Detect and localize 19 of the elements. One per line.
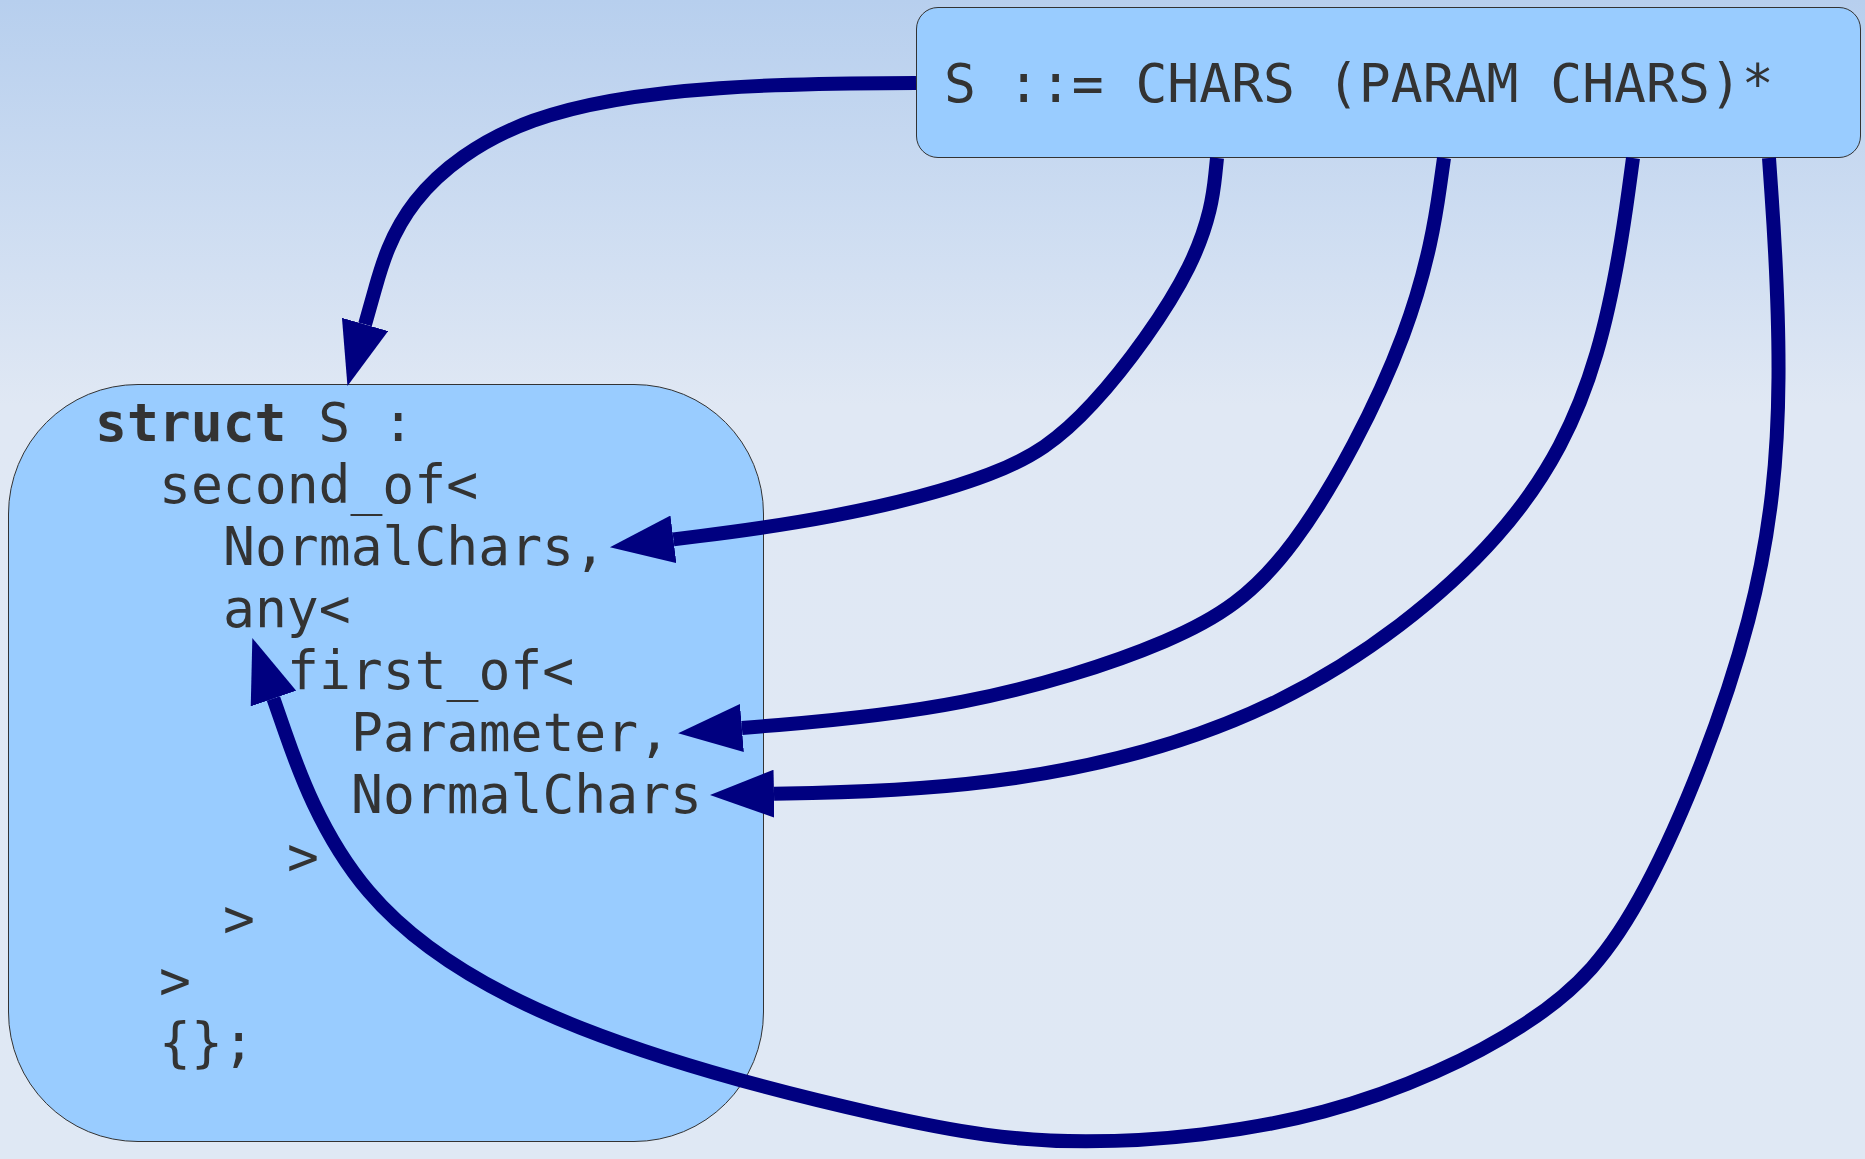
arrow — [609, 157, 1224, 564]
code-line: struct S : — [95, 392, 415, 454]
code-line: Parameter, — [351, 702, 671, 764]
code-line: first_of< — [287, 640, 575, 702]
arrow — [341, 76, 917, 386]
code-line: > — [159, 950, 191, 1012]
arrow — [250, 157, 1786, 1149]
grammar-rule: S ::= CHARS (PARAM CHARS)* — [944, 52, 1774, 115]
code-line: > — [223, 888, 255, 950]
code-line: {}; — [159, 1012, 255, 1074]
code-line: NormalChars — [351, 764, 702, 826]
code-line: > — [287, 826, 319, 888]
code-line: any< — [223, 578, 351, 640]
arrow — [710, 157, 1640, 818]
grammar-box — [916, 7, 1861, 158]
arrow — [678, 157, 1451, 752]
code-line: NormalChars, — [223, 516, 606, 578]
code-line: second_of< — [159, 454, 479, 516]
code-box — [8, 384, 764, 1142]
